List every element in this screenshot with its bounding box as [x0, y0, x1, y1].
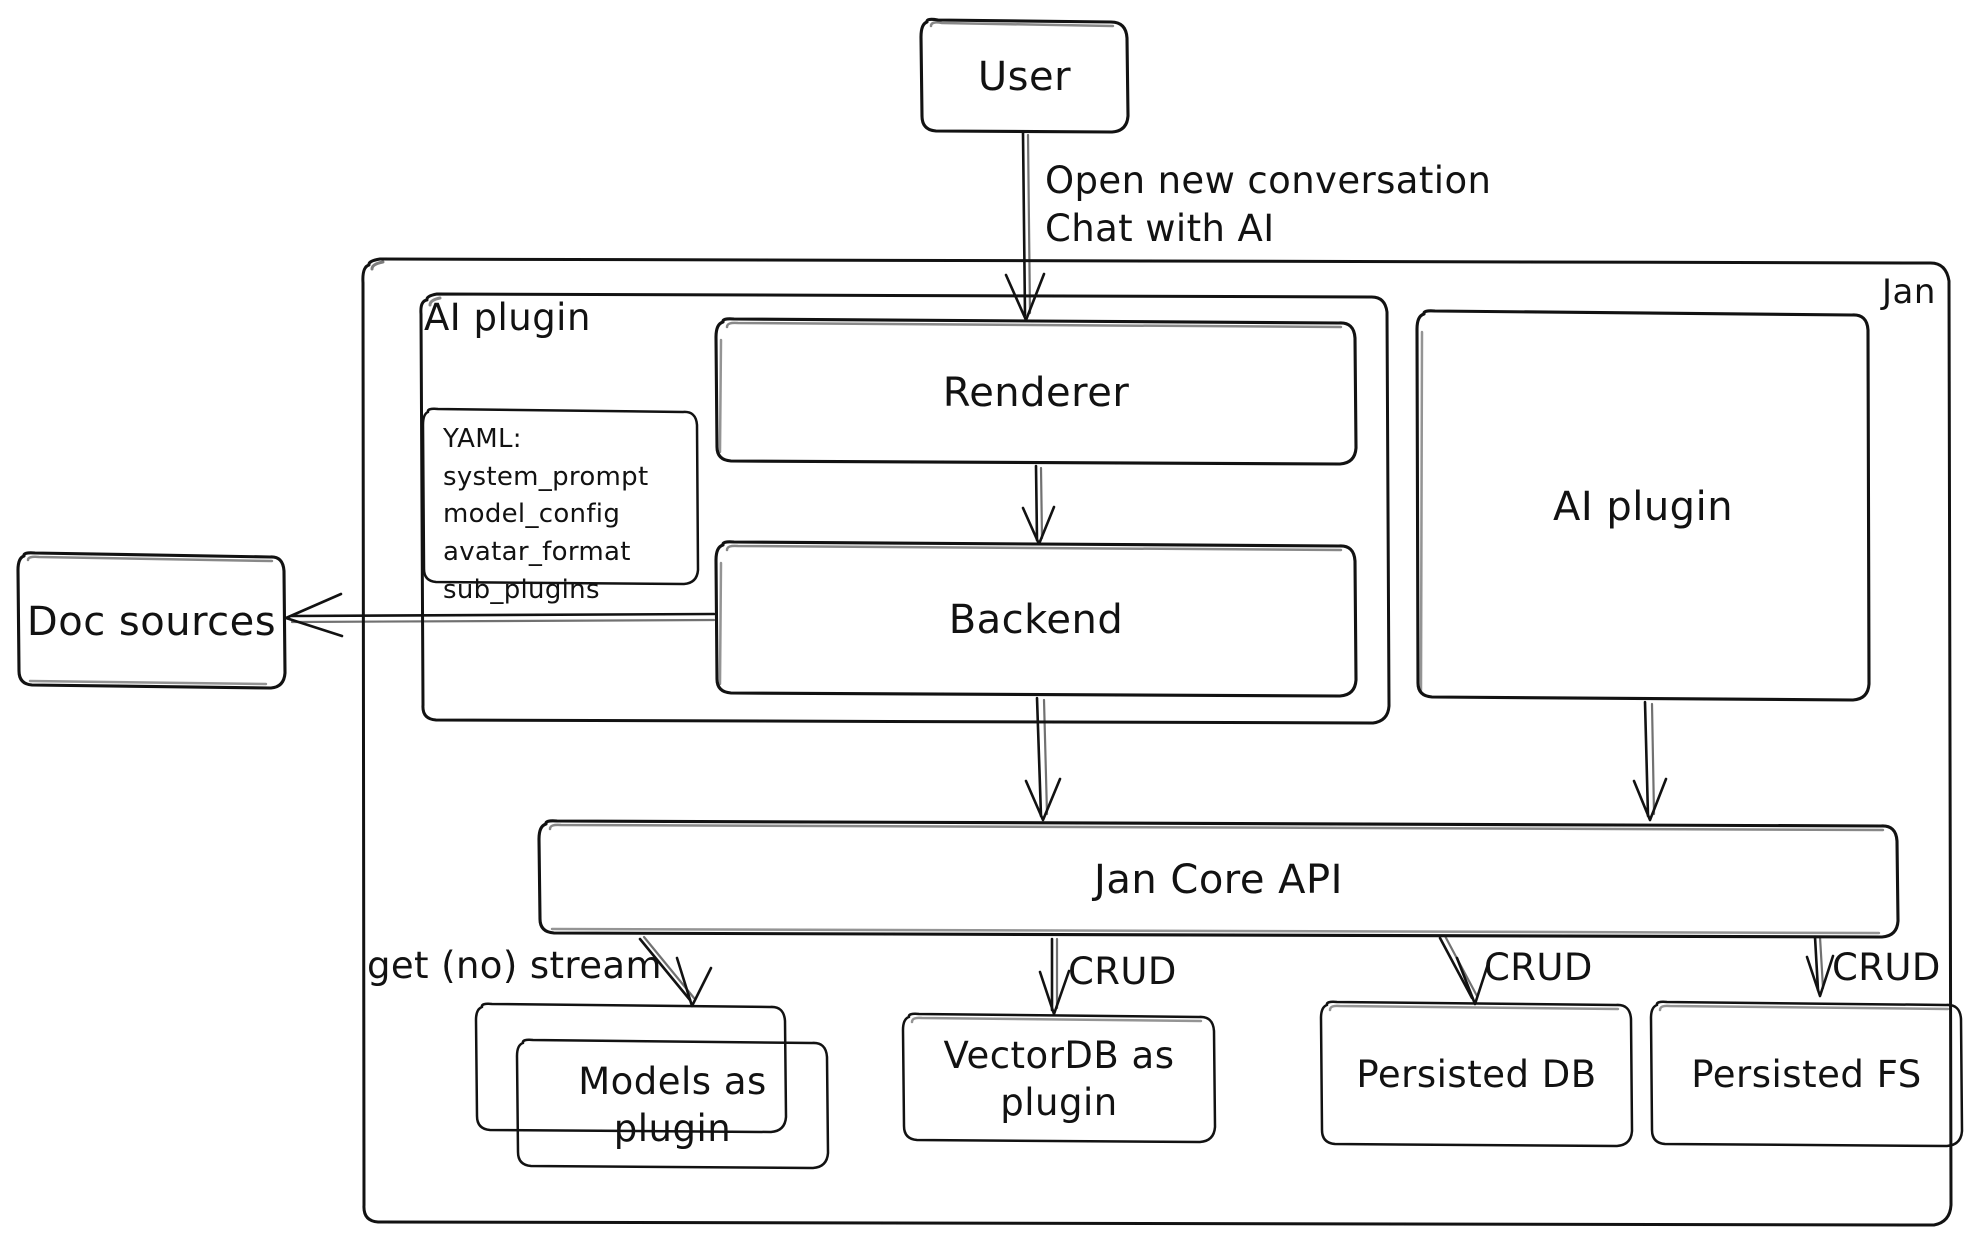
node-jan-core-api[interactable]: [538, 820, 1900, 940]
node-user[interactable]: [921, 18, 1131, 136]
edge-label-crud-persisted-db: CRUD: [1484, 946, 1593, 989]
edge-label-crud-vectordb: CRUD: [1068, 950, 1177, 993]
edge-jan-core-to-models: [638, 935, 713, 1008]
group-label-jan: Jan: [1882, 272, 1936, 312]
edge-ai-plugin-to-jan-core: [1632, 700, 1668, 822]
node-models-plugin[interactable]: [476, 1003, 830, 1171]
node-renderer[interactable]: [716, 318, 1359, 468]
edge-user-to-renderer: [1004, 131, 1046, 322]
group-label-ai-plugin: AI plugin: [424, 296, 591, 339]
node-ai-plugin-box[interactable]: [1415, 310, 1871, 702]
edge-jan-core-to-persisted-db: [1438, 934, 1491, 1006]
edge-backend-to-jan-core: [1024, 696, 1062, 822]
node-doc-sources[interactable]: [16, 552, 287, 691]
edge-label-open-new-conversation: Open new conversation Chat with AI: [1045, 159, 1492, 251]
edge-jan-core-to-vectordb: [1038, 937, 1071, 1016]
edge-backend-to-doc-sources: [284, 592, 716, 638]
node-backend[interactable]: [716, 541, 1359, 699]
node-vectordb[interactable]: [901, 1013, 1217, 1144]
edge-label-crud-persisted-fs: CRUD: [1832, 946, 1941, 989]
edge-renderer-to-backend: [1021, 464, 1056, 546]
node-yaml[interactable]: [423, 408, 700, 586]
node-persisted-fs[interactable]: [1649, 1001, 1964, 1148]
edge-jan-core-to-persisted-fs: [1805, 935, 1835, 998]
node-persisted-db[interactable]: [1319, 1001, 1634, 1148]
edge-label-get-no-stream: get (no) stream: [367, 944, 662, 987]
